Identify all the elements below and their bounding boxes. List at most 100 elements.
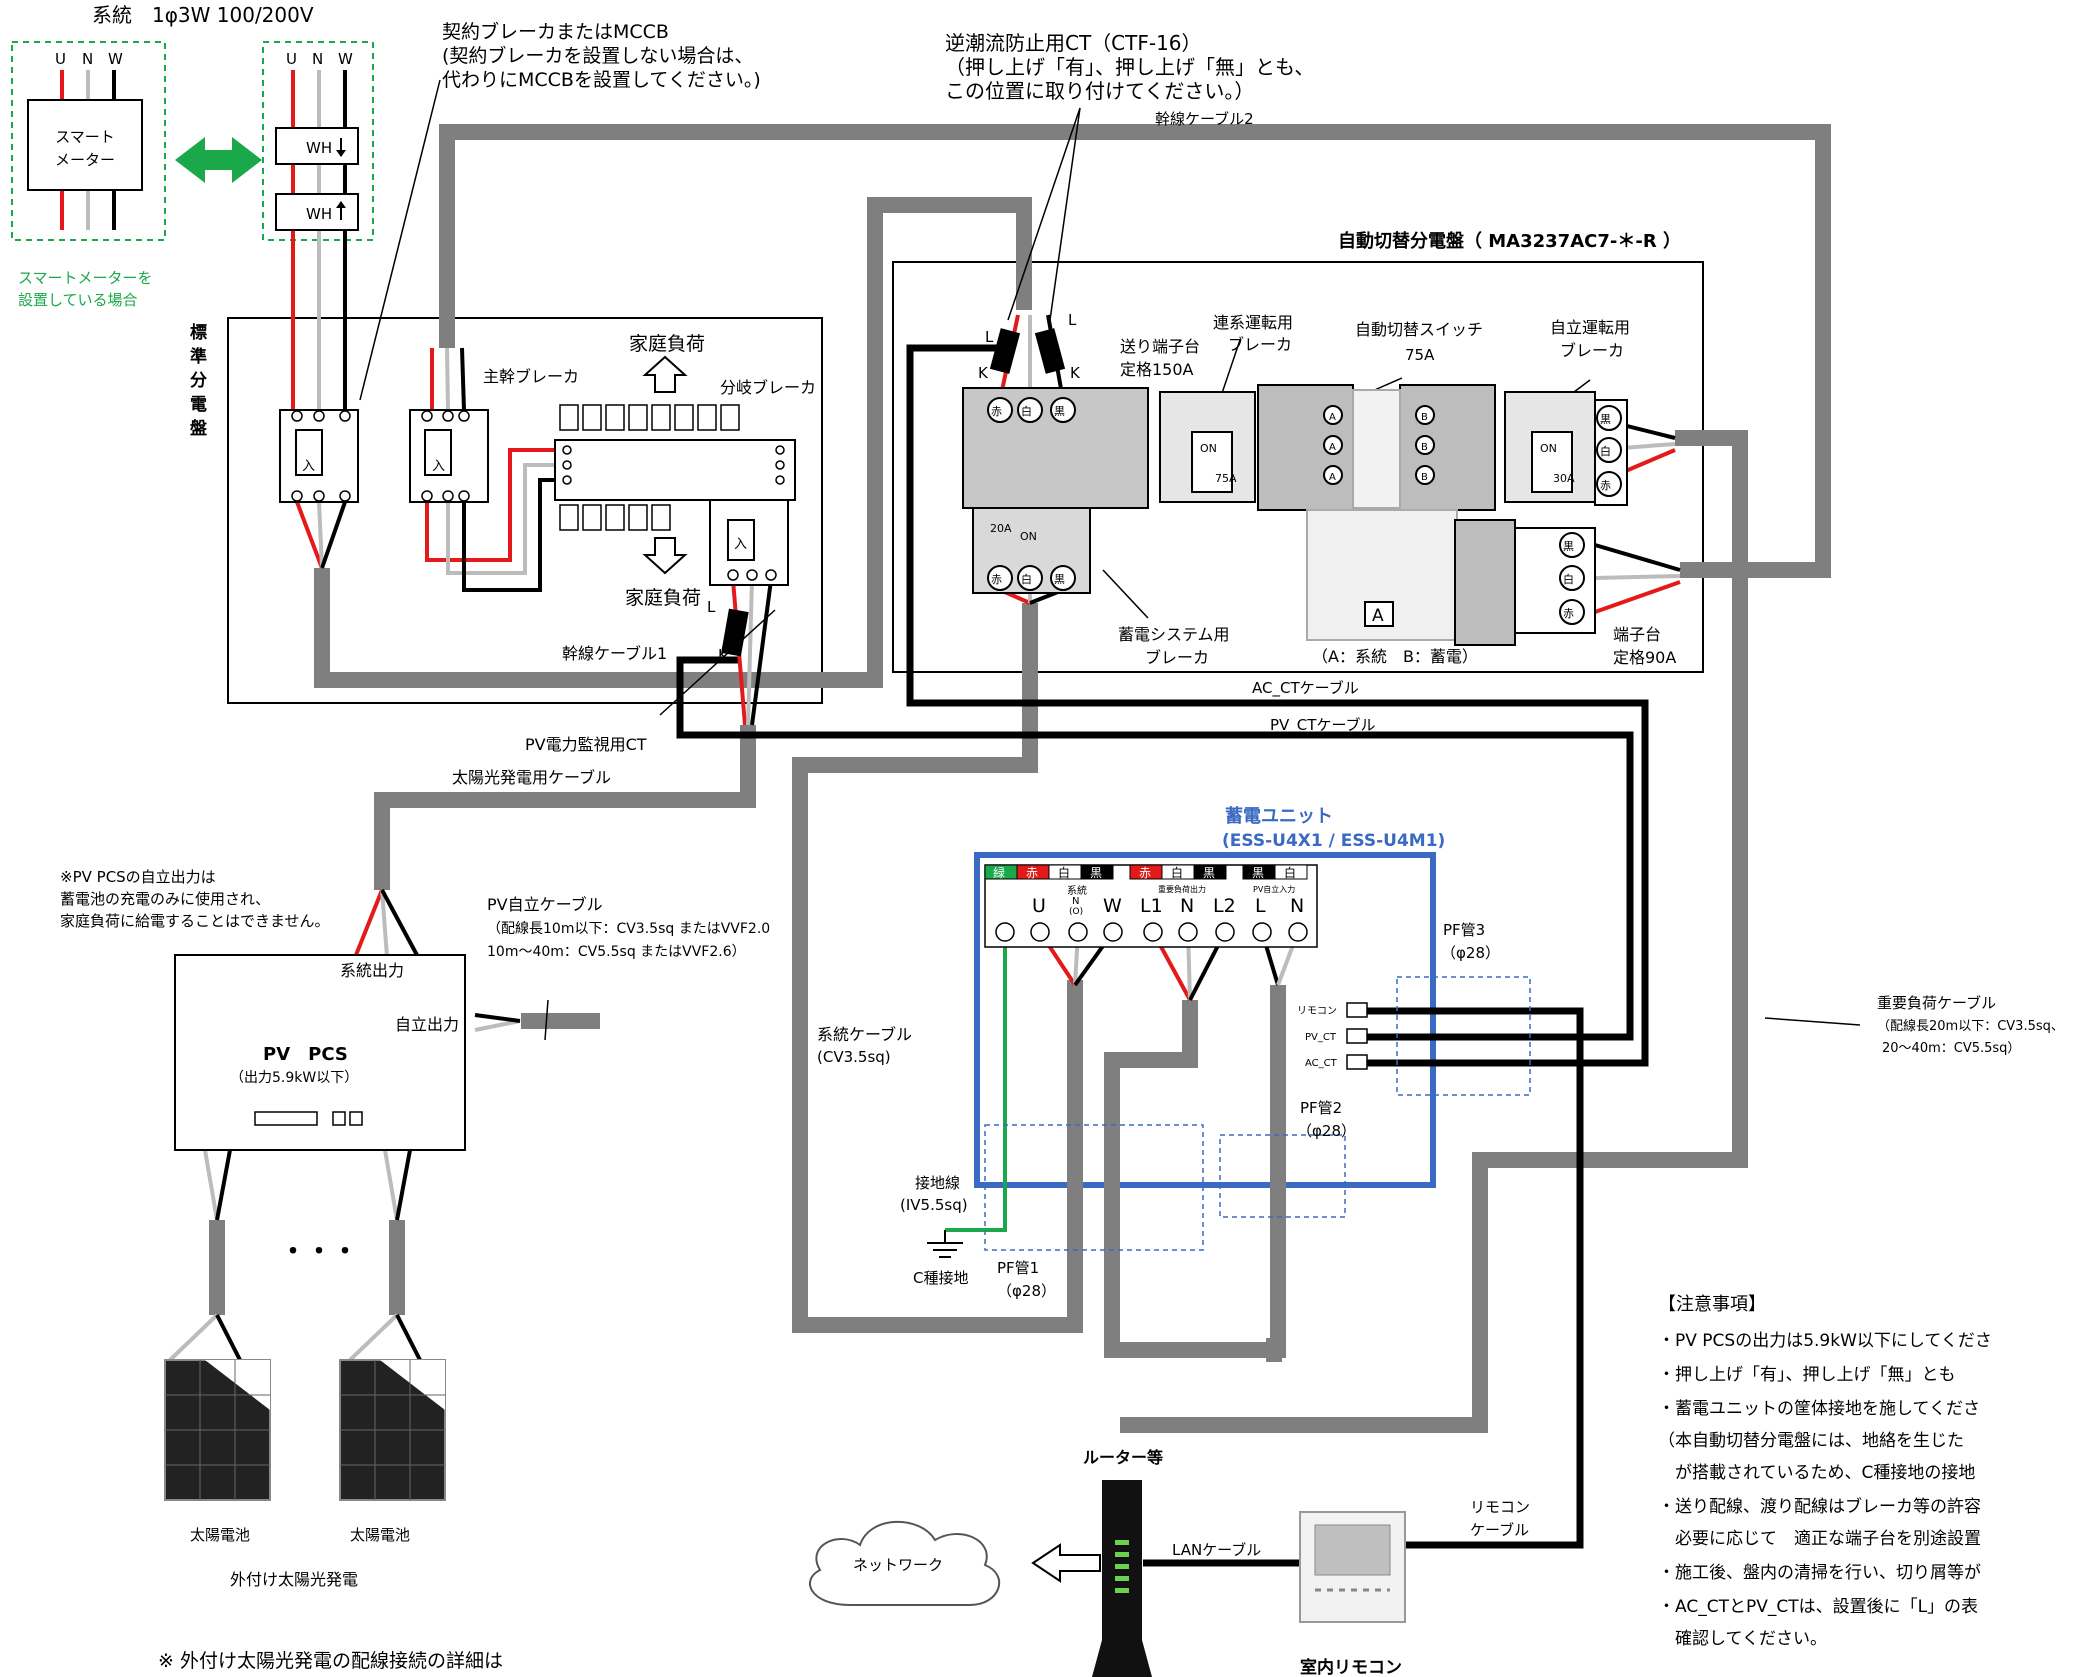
ac-ct-cable (906, 344, 1649, 1067)
svg-text:W: W (338, 50, 353, 68)
svg-text:PV自立入力: PV自立入力 (1253, 884, 1295, 894)
svg-text:PV PCS: PV PCS (263, 1044, 348, 1065)
svg-text:ルーター等: ルーター等 (1083, 1448, 1163, 1467)
pv-monitor-ct (721, 608, 749, 657)
smart-meter-box (27, 99, 143, 191)
svg-text:メーター: メーター (55, 151, 115, 169)
main-cable-2 (439, 124, 1831, 578)
svg-text:L: L (985, 328, 994, 346)
remocon-cable (1347, 1007, 1584, 1549)
svg-text:重要負荷出力: 重要負荷出力 (1158, 884, 1206, 894)
reverse-ct-2 (1034, 328, 1066, 374)
svg-text:ON: ON (1540, 442, 1557, 455)
svg-text:U: U (1032, 895, 1046, 917)
svg-text:赤: 赤 (991, 405, 1002, 418)
svg-text:外付け太陽光発電: 外付け太陽光発電 (230, 1570, 358, 1589)
reverse-ct-1 (989, 328, 1021, 374)
svg-text:ケーブル: ケーブル (1470, 1521, 1529, 1539)
svg-text:定格150A: 定格150A (1120, 360, 1194, 379)
svg-text:蓄電ユニット: 蓄電ユニット (1225, 806, 1333, 827)
svg-text:黒: 黒 (1090, 866, 1102, 880)
network-cloud-icon (809, 1520, 1001, 1606)
load-up-arrow-icon (642, 355, 688, 393)
svg-text:黒: 黒 (1563, 540, 1574, 553)
svg-text:PF管2: PF管2 (1300, 1099, 1342, 1117)
svg-text:自立運転用: 自立運転用 (1550, 318, 1630, 337)
svg-text:W: W (108, 50, 123, 68)
svg-text:自動切替スイッチ: 自動切替スイッチ (1355, 320, 1483, 339)
cable-joint (1266, 1338, 1282, 1362)
svg-text:重要負荷ケーブル: 重要負荷ケーブル (1877, 994, 1996, 1012)
svg-text:幹線ケーブル1: 幹線ケーブル1 (562, 644, 667, 663)
svg-text:入: 入 (432, 459, 445, 474)
important-cable (1120, 430, 1748, 1433)
svg-text:75A: 75A (1215, 472, 1237, 485)
svg-text:PF管3: PF管3 (1443, 921, 1485, 939)
svg-text:PV_CTケーブル: PV_CTケーブル (1270, 716, 1376, 735)
svg-text:端子台: 端子台 (1613, 625, 1661, 644)
svg-text:W: W (1103, 895, 1122, 917)
grid-cable (792, 603, 1083, 1333)
svg-text:太陽電池: 太陽電池 (190, 1526, 250, 1544)
svg-text:・PV PCSの出力は5.9kW以下にしてくださ: ・PV PCSの出力は5.9kW以下にしてくださ (1658, 1331, 1992, 1351)
svg-text:N: N (82, 50, 93, 68)
svg-text:（φ28）: （φ28） (997, 1282, 1056, 1300)
svg-text:(契約ブレーカを設置しない場合は、: (契約ブレーカを設置しない場合は、 (442, 44, 753, 67)
svg-text:AC_CT: AC_CT (1305, 1058, 1338, 1069)
sync-arrow-icon (175, 137, 262, 183)
svg-text:白: 白 (1600, 444, 1611, 458)
svg-text:赤: 赤 (1563, 607, 1574, 620)
svg-text:U: U (55, 50, 66, 68)
svg-text:ON: ON (1020, 530, 1037, 543)
pv-self-cable (1104, 985, 1286, 1358)
svg-text:スマートメーターを: スマートメーターを (18, 269, 153, 287)
std-board-frame (227, 317, 823, 704)
pf-tube-3 (1396, 976, 1531, 1096)
system-label: 系統 1φ3W 100/200V (92, 3, 314, 27)
svg-text:スマート: スマート (55, 128, 115, 146)
svg-text:自動切替分電盤（ MA3237AC7-＊-R ）: 自動切替分電盤（ MA3237AC7-＊-R ） (1338, 230, 1681, 252)
svg-text:ブレーカ: ブレーカ (1228, 335, 1292, 354)
svg-text:リモコン: リモコン (1470, 1498, 1530, 1516)
svg-text:30A: 30A (1553, 472, 1575, 485)
auto-panel-frame (892, 261, 1704, 673)
svg-text:家庭負荷: 家庭負荷 (625, 587, 701, 609)
svg-text:ネットワーク: ネットワーク (853, 1556, 943, 1574)
svg-text:送り端子台: 送り端子台 (1120, 337, 1200, 356)
svg-text:N: N (1290, 895, 1304, 917)
svg-text:(CV3.5sq): (CV3.5sq) (817, 1048, 891, 1066)
storage-unit-frame (974, 852, 1436, 1188)
svg-text:PV電力監視用CT: PV電力監視用CT (525, 735, 647, 754)
svg-text:赤: 赤 (1600, 479, 1611, 492)
svg-text:・送り配線、渡り配線はブレーカ等の許容: ・送り配線、渡り配線はブレーカ等の許容 (1658, 1496, 1981, 1517)
solar-cable (374, 725, 756, 890)
svg-text:設置している場合: 設置している場合 (18, 291, 138, 309)
svg-text:契約ブレーカまたはMCCB: 契約ブレーカまたはMCCB (442, 20, 669, 43)
svg-text:太陽電池: 太陽電池 (350, 1526, 410, 1544)
svg-text:A: A (1329, 442, 1336, 453)
svg-text:赤: 赤 (1139, 866, 1151, 880)
svg-text:黒: 黒 (1054, 405, 1065, 418)
svg-text:逆潮流防止用CT（CTF-16）: 逆潮流防止用CT（CTF-16） (945, 31, 1202, 55)
svg-text:（出力5.9kW以下）: （出力5.9kW以下） (230, 1070, 358, 1086)
svg-text:標: 標 (190, 322, 207, 343)
svg-text:分: 分 (190, 371, 207, 391)
svg-text:WH: WH (306, 139, 332, 157)
svg-text:N: N (1180, 895, 1194, 917)
svg-text:家庭負荷: 家庭負荷 (629, 333, 705, 355)
svg-text:黒: 黒 (1054, 573, 1065, 586)
svg-text:室内リモコン: 室内リモコン (1300, 1657, 1402, 1677)
svg-text:白: 白 (1021, 572, 1032, 586)
svg-text:・AC_CTとPV_CTは、設置後に「L」の表: ・AC_CTとPV_CTは、設置後に「L」の表 (1658, 1597, 1978, 1617)
svg-text:緑: 緑 (993, 865, 1005, 880)
svg-text:L: L (1068, 311, 1077, 329)
svg-text:白: 白 (1284, 865, 1296, 880)
svg-text:白: 白 (1058, 865, 1070, 880)
svg-text:(O): (O) (1069, 907, 1083, 917)
svg-text:（押し上げ「有」、押し上げ「無」とも、: （押し上げ「有」、押し上げ「無」とも、 (945, 55, 1314, 79)
svg-text:リモコン: リモコン (1297, 1006, 1337, 1017)
svg-text:（配線長20m以下：CV3.5sq、: （配線長20m以下：CV3.5sq、 (1877, 1018, 2064, 1034)
svg-text:黒: 黒 (1600, 413, 1611, 426)
